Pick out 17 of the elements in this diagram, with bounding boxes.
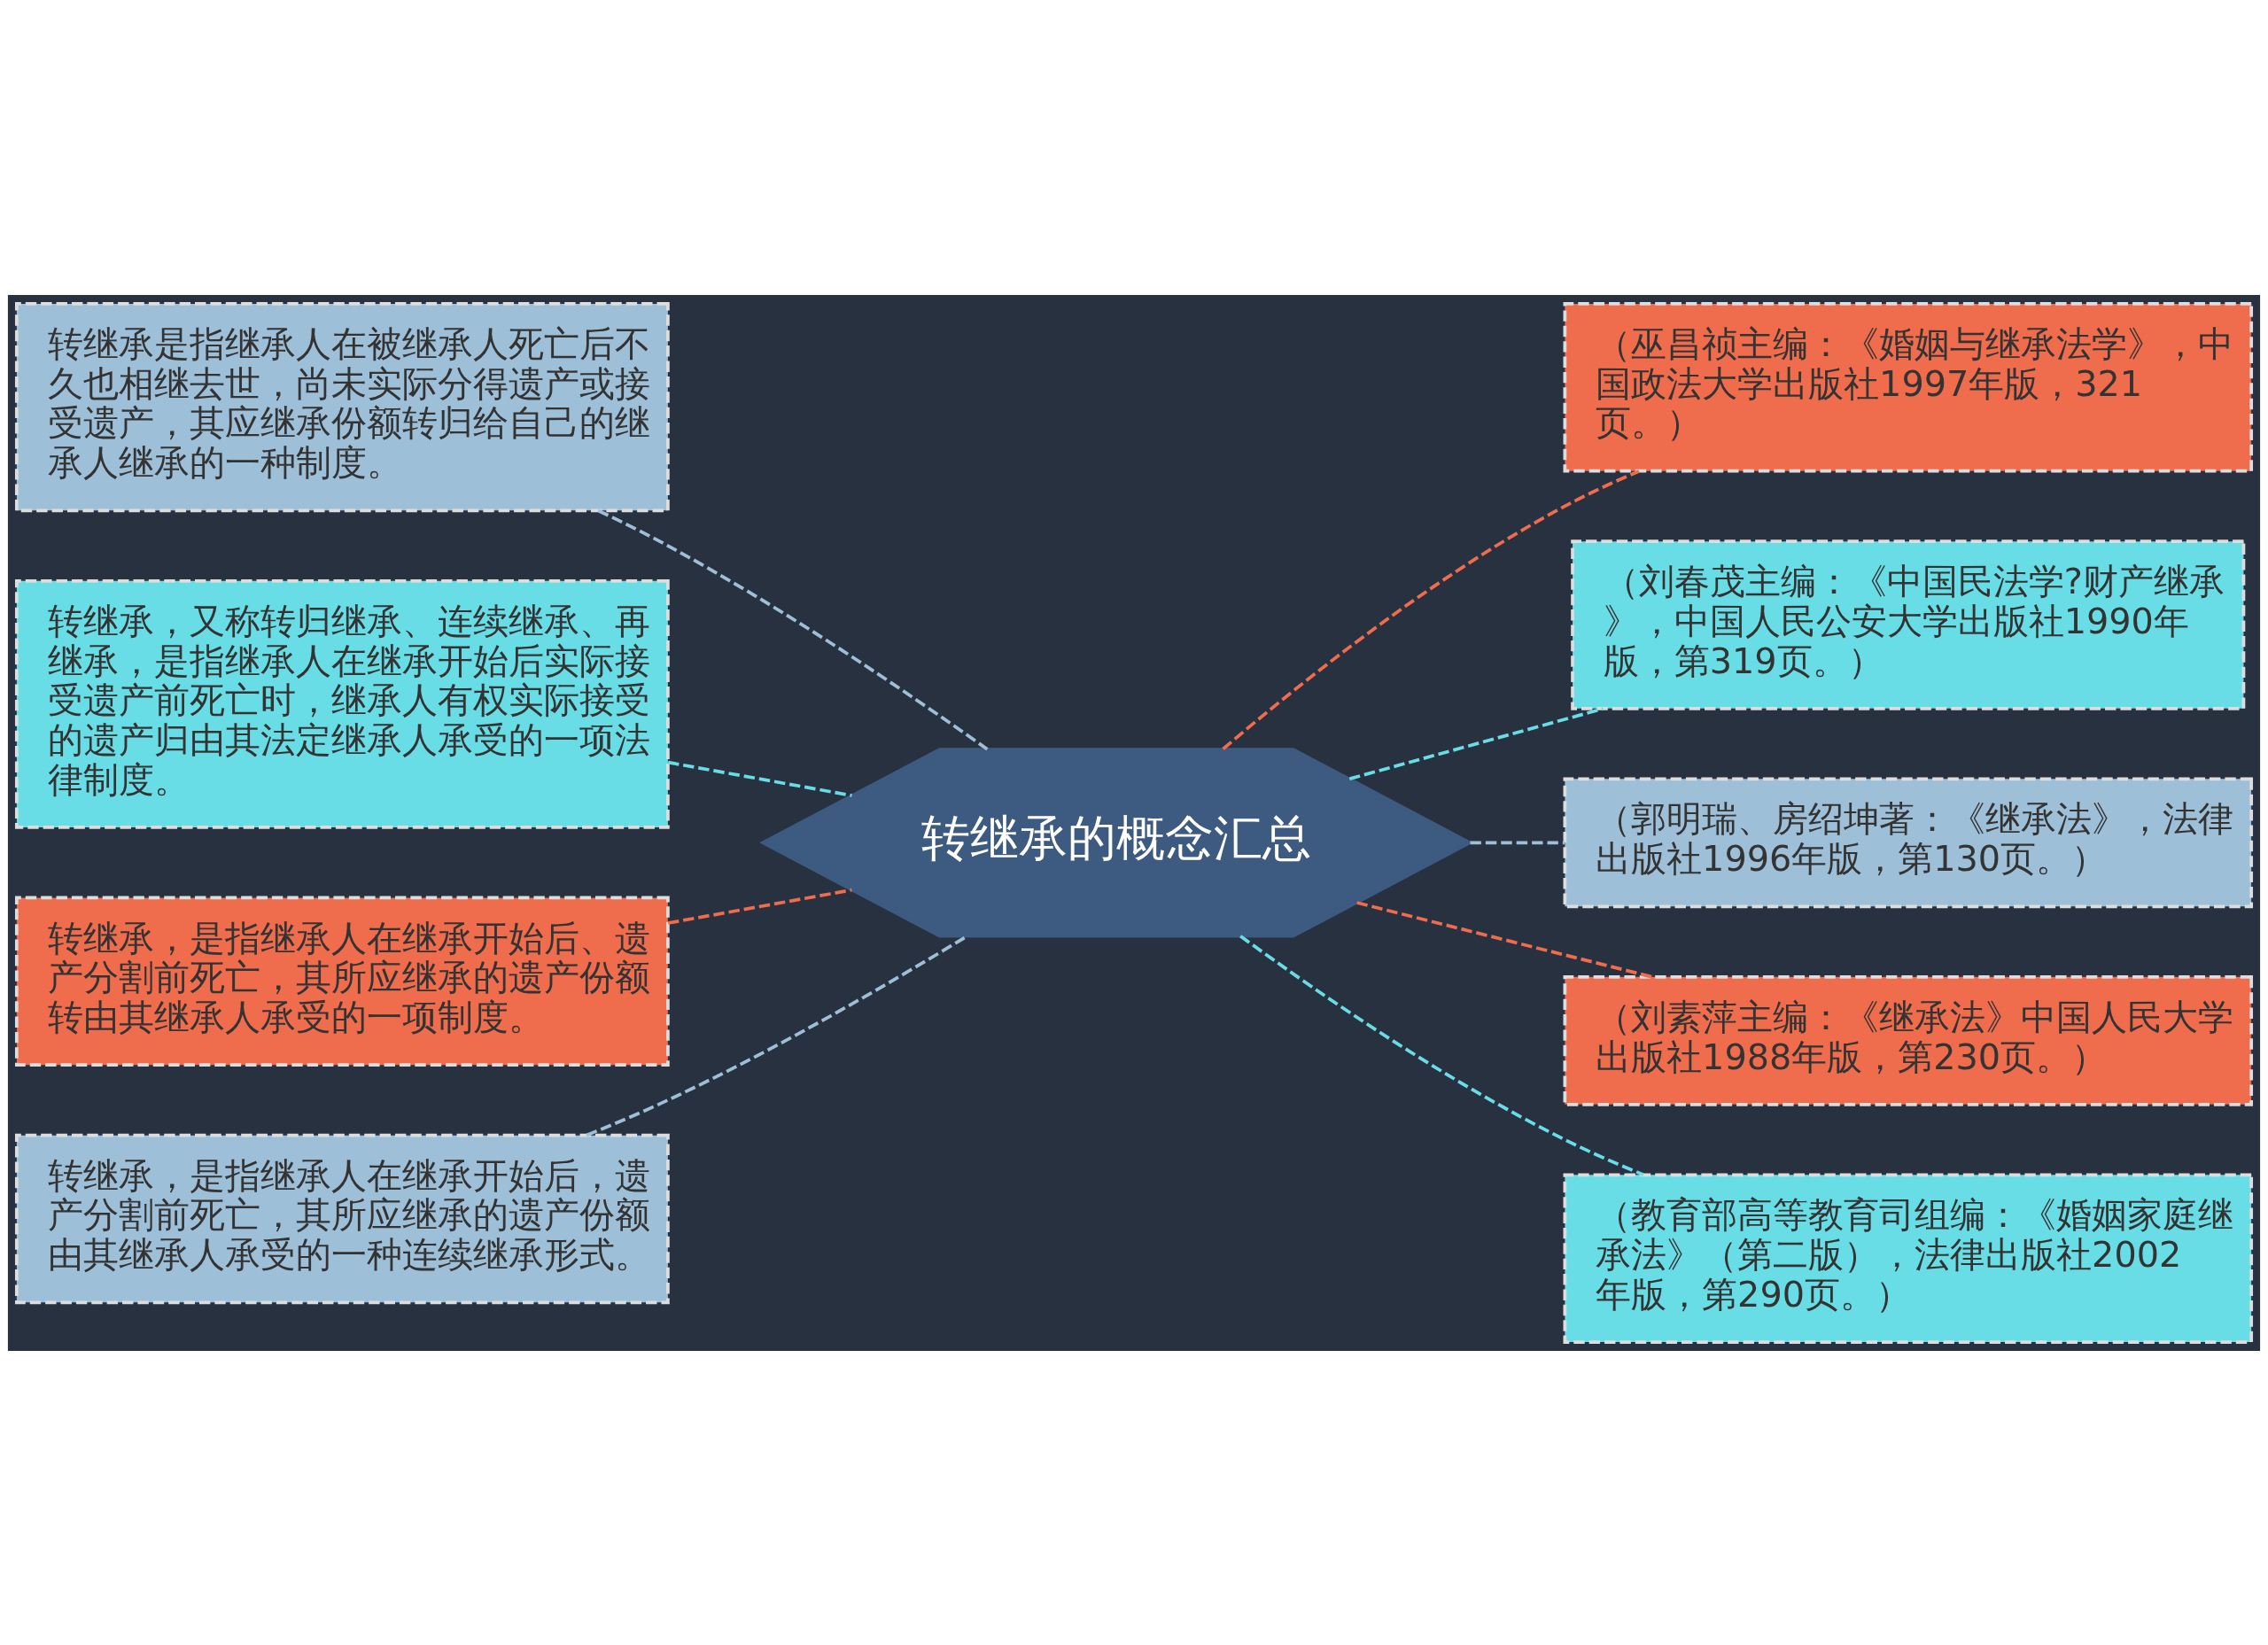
node-box: 转继承，又称转归继承、连续继承、再继承，是指继承人在继承开始后实际接受遗产前死亡时，继承人有权实际接受的遗产归由其法定继承人承受的一项法律制度。 [14, 578, 670, 829]
node-box: （巫昌祯主编：《婚姻与继承法学》，中国政法大学出版社1997年版，321页。） [1563, 301, 2254, 473]
connector [1356, 900, 1653, 979]
node-box: 转继承，是指继承人在继承开始后、遗产分割前死亡，其所应继承的遗产份额转由其继承人承受的一项制度。 [14, 896, 670, 1067]
connector [1222, 469, 1640, 750]
connector [1239, 934, 1644, 1176]
node-box: 转继承是指继承人在被继承人死亡后不久也相继去世，尚未实际分得遗产或接受遗产，其应继承份额转归给自己的继承人继承的一种制度。 [14, 301, 670, 512]
connector [1348, 706, 1604, 780]
connector [1470, 841, 1565, 844]
connector [597, 508, 989, 750]
connector [667, 760, 852, 797]
node-box: （郭明瑞、房绍坤著：《继承法》，法律出版社1996年版，第130页。） [1563, 776, 2254, 908]
node-box: （教育部高等教育司组编：《婚姻家庭继承法》（第二版），法律出版社2002年版，第290页。） [1563, 1172, 2254, 1344]
node-box: （刘春茂主编：《中国民法学?财产继承》，中国人民公安大学出版社1990年版，第319页。） [1571, 539, 2246, 710]
node-box: 转继承，是指继承人在继承开始后，遗产分割前死亡，其所应继承的遗产份额由其继承人承受的一种连续继承形式。 [14, 1133, 670, 1304]
connector [667, 888, 852, 925]
node-box: （刘素萍主编：《继承法》中国人民大学出版社1988年版，第230页。） [1563, 974, 2254, 1106]
